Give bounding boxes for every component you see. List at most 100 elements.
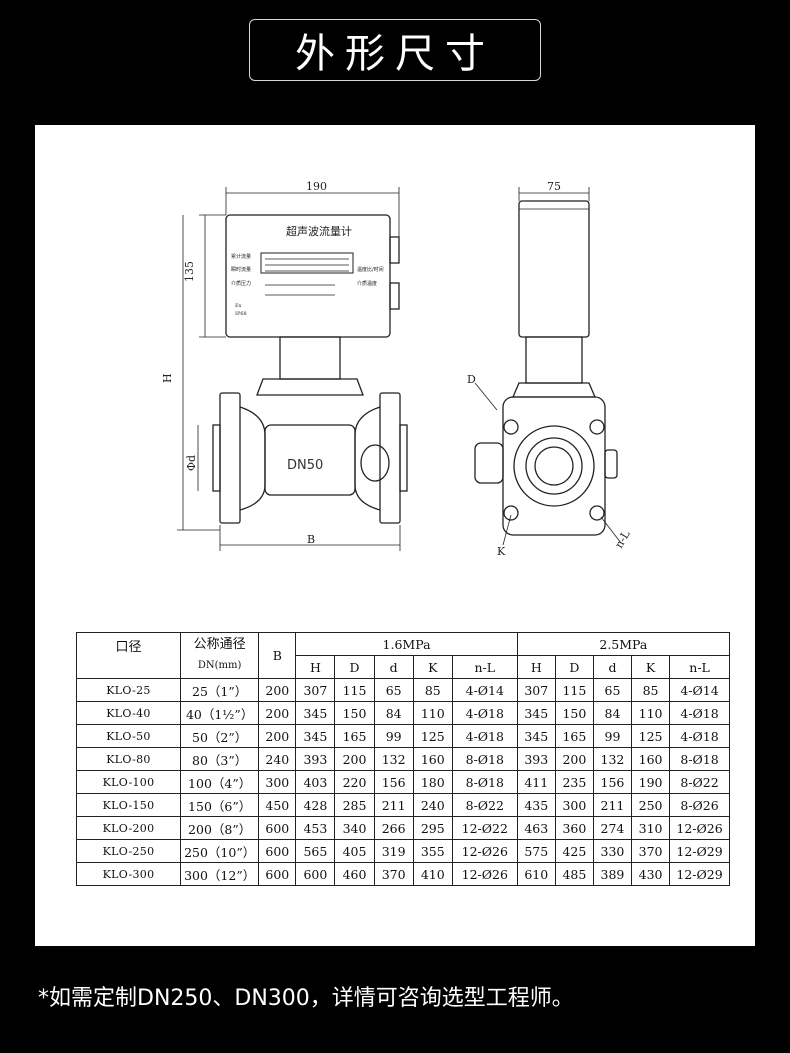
side-bolt-hole-br [589,505,605,521]
table-cell: 250 [631,793,671,817]
table-cell: 340 [334,816,375,840]
col-sub-1: D [334,655,375,679]
table-cell: 575 [516,839,556,863]
table-cell: 453 [295,816,336,840]
table-cell: 410 [412,862,453,886]
table-cell: 435 [516,793,556,817]
front-cable-gland-upper [389,236,400,264]
model-cell: KLO-50 [75,724,182,748]
footnote: *如需定制DN250、DN300，详情可咨询选型工程师。 [38,986,574,1011]
front-side-port [360,444,390,482]
table-cell: 12-Ø26 [669,816,730,840]
table-cell: 610 [516,862,556,886]
table-cell: 600 [258,862,297,886]
col-pressure-1: 1.6MPa [295,632,518,656]
table-cell: 4-Ø18 [669,724,730,748]
model-cell: KLO-25 [75,678,182,702]
table-cell: 4-Ø18 [451,701,518,725]
table-cell: 450 [258,793,297,817]
table-cell: 65 [592,678,633,702]
table-cell: 160 [631,747,671,771]
table-cell: 345 [516,724,556,748]
col-sub-8: K [631,655,671,679]
table-cell: 485 [554,862,594,886]
model-cell: KLO-40 [75,701,182,725]
table-cell: 8-Ø22 [669,770,730,794]
lcd-window [260,252,354,274]
front-body-center [264,424,356,496]
side-bolt-hole-tl [503,419,519,435]
table-cell: 8-Ø18 [451,770,518,794]
ex-mark: Ex [235,303,242,309]
table-cell: 110 [412,701,453,725]
table-cell: 150 [334,701,375,725]
table-cell: 285 [334,793,375,817]
table-cell: 12-Ø26 [451,839,518,863]
table-cell: 211 [592,793,633,817]
table-cell: 125 [412,724,453,748]
table-cell: 4-Ø18 [451,724,518,748]
model-cell: KLO-200 [75,816,182,840]
table-cell: 600 [258,816,297,840]
table-cell: 355 [412,839,453,863]
lcd-label-3: 介质压力 [231,280,251,287]
side-label-nl: n-L [612,528,633,551]
table-cell: 180 [412,770,453,794]
col-sub-9: n-L [669,655,730,679]
table-cell: 274 [592,816,633,840]
table-cell: 110 [631,701,671,725]
table-cell: 345 [295,724,336,748]
model-cell: KLO-300 [75,862,182,886]
table-cell: 600 [295,862,336,886]
table-cell: 99 [592,724,633,748]
col-sub-6: D [554,655,594,679]
front-neck [279,336,341,380]
table-cell: 310 [631,816,671,840]
front-dim-width: 190 [306,180,327,193]
col-sub-4: n-L [451,655,518,679]
table-cell: 393 [516,747,556,771]
drawing-panel: 190 135 H Φd B 超声波流量计 累计流量 瞬时流量 介质压力 温度比… [35,125,755,946]
table-cell: 12-Ø29 [669,862,730,886]
table-cell: 84 [592,701,633,725]
table-cell: 240 [258,747,297,771]
col-sub-5: H [516,655,556,679]
table-cell: 100（4”） [180,770,260,794]
lcd-label-2: 瞬时流量 [231,266,251,273]
table-cell: 460 [334,862,375,886]
table-cell: 370 [631,839,671,863]
model-cell: KLO-100 [75,770,182,794]
table-cell: 428 [295,793,336,817]
front-dim-head-height: 135 [183,261,196,282]
front-dim-d: Φd [185,455,198,471]
side-port-left [474,442,504,484]
table-cell: 4-Ø18 [669,701,730,725]
table-cell: 370 [373,862,414,886]
table-cell: 300 [258,770,297,794]
table-cell: 295 [412,816,453,840]
table-cell: 345 [295,701,336,725]
table-cell: 300 [554,793,594,817]
table-cell: 50（2”） [180,724,260,748]
front-dim-h: H [161,373,174,383]
front-cable-gland-lower [389,282,400,310]
table-cell: 8-Ø26 [669,793,730,817]
table-cell: 12-Ø29 [669,839,730,863]
table-cell: 190 [631,770,671,794]
side-port-right [604,449,618,479]
model-cell: KLO-150 [75,793,182,817]
table-cell: 150 [554,701,594,725]
table-cell: 307 [516,678,556,702]
front-body-left-curve [239,406,266,511]
table-cell: 411 [516,770,556,794]
table-cell: 8-Ø18 [451,747,518,771]
table-cell: 80（3”） [180,747,260,771]
table-cell: 405 [334,839,375,863]
front-flange-face-left [212,424,221,492]
